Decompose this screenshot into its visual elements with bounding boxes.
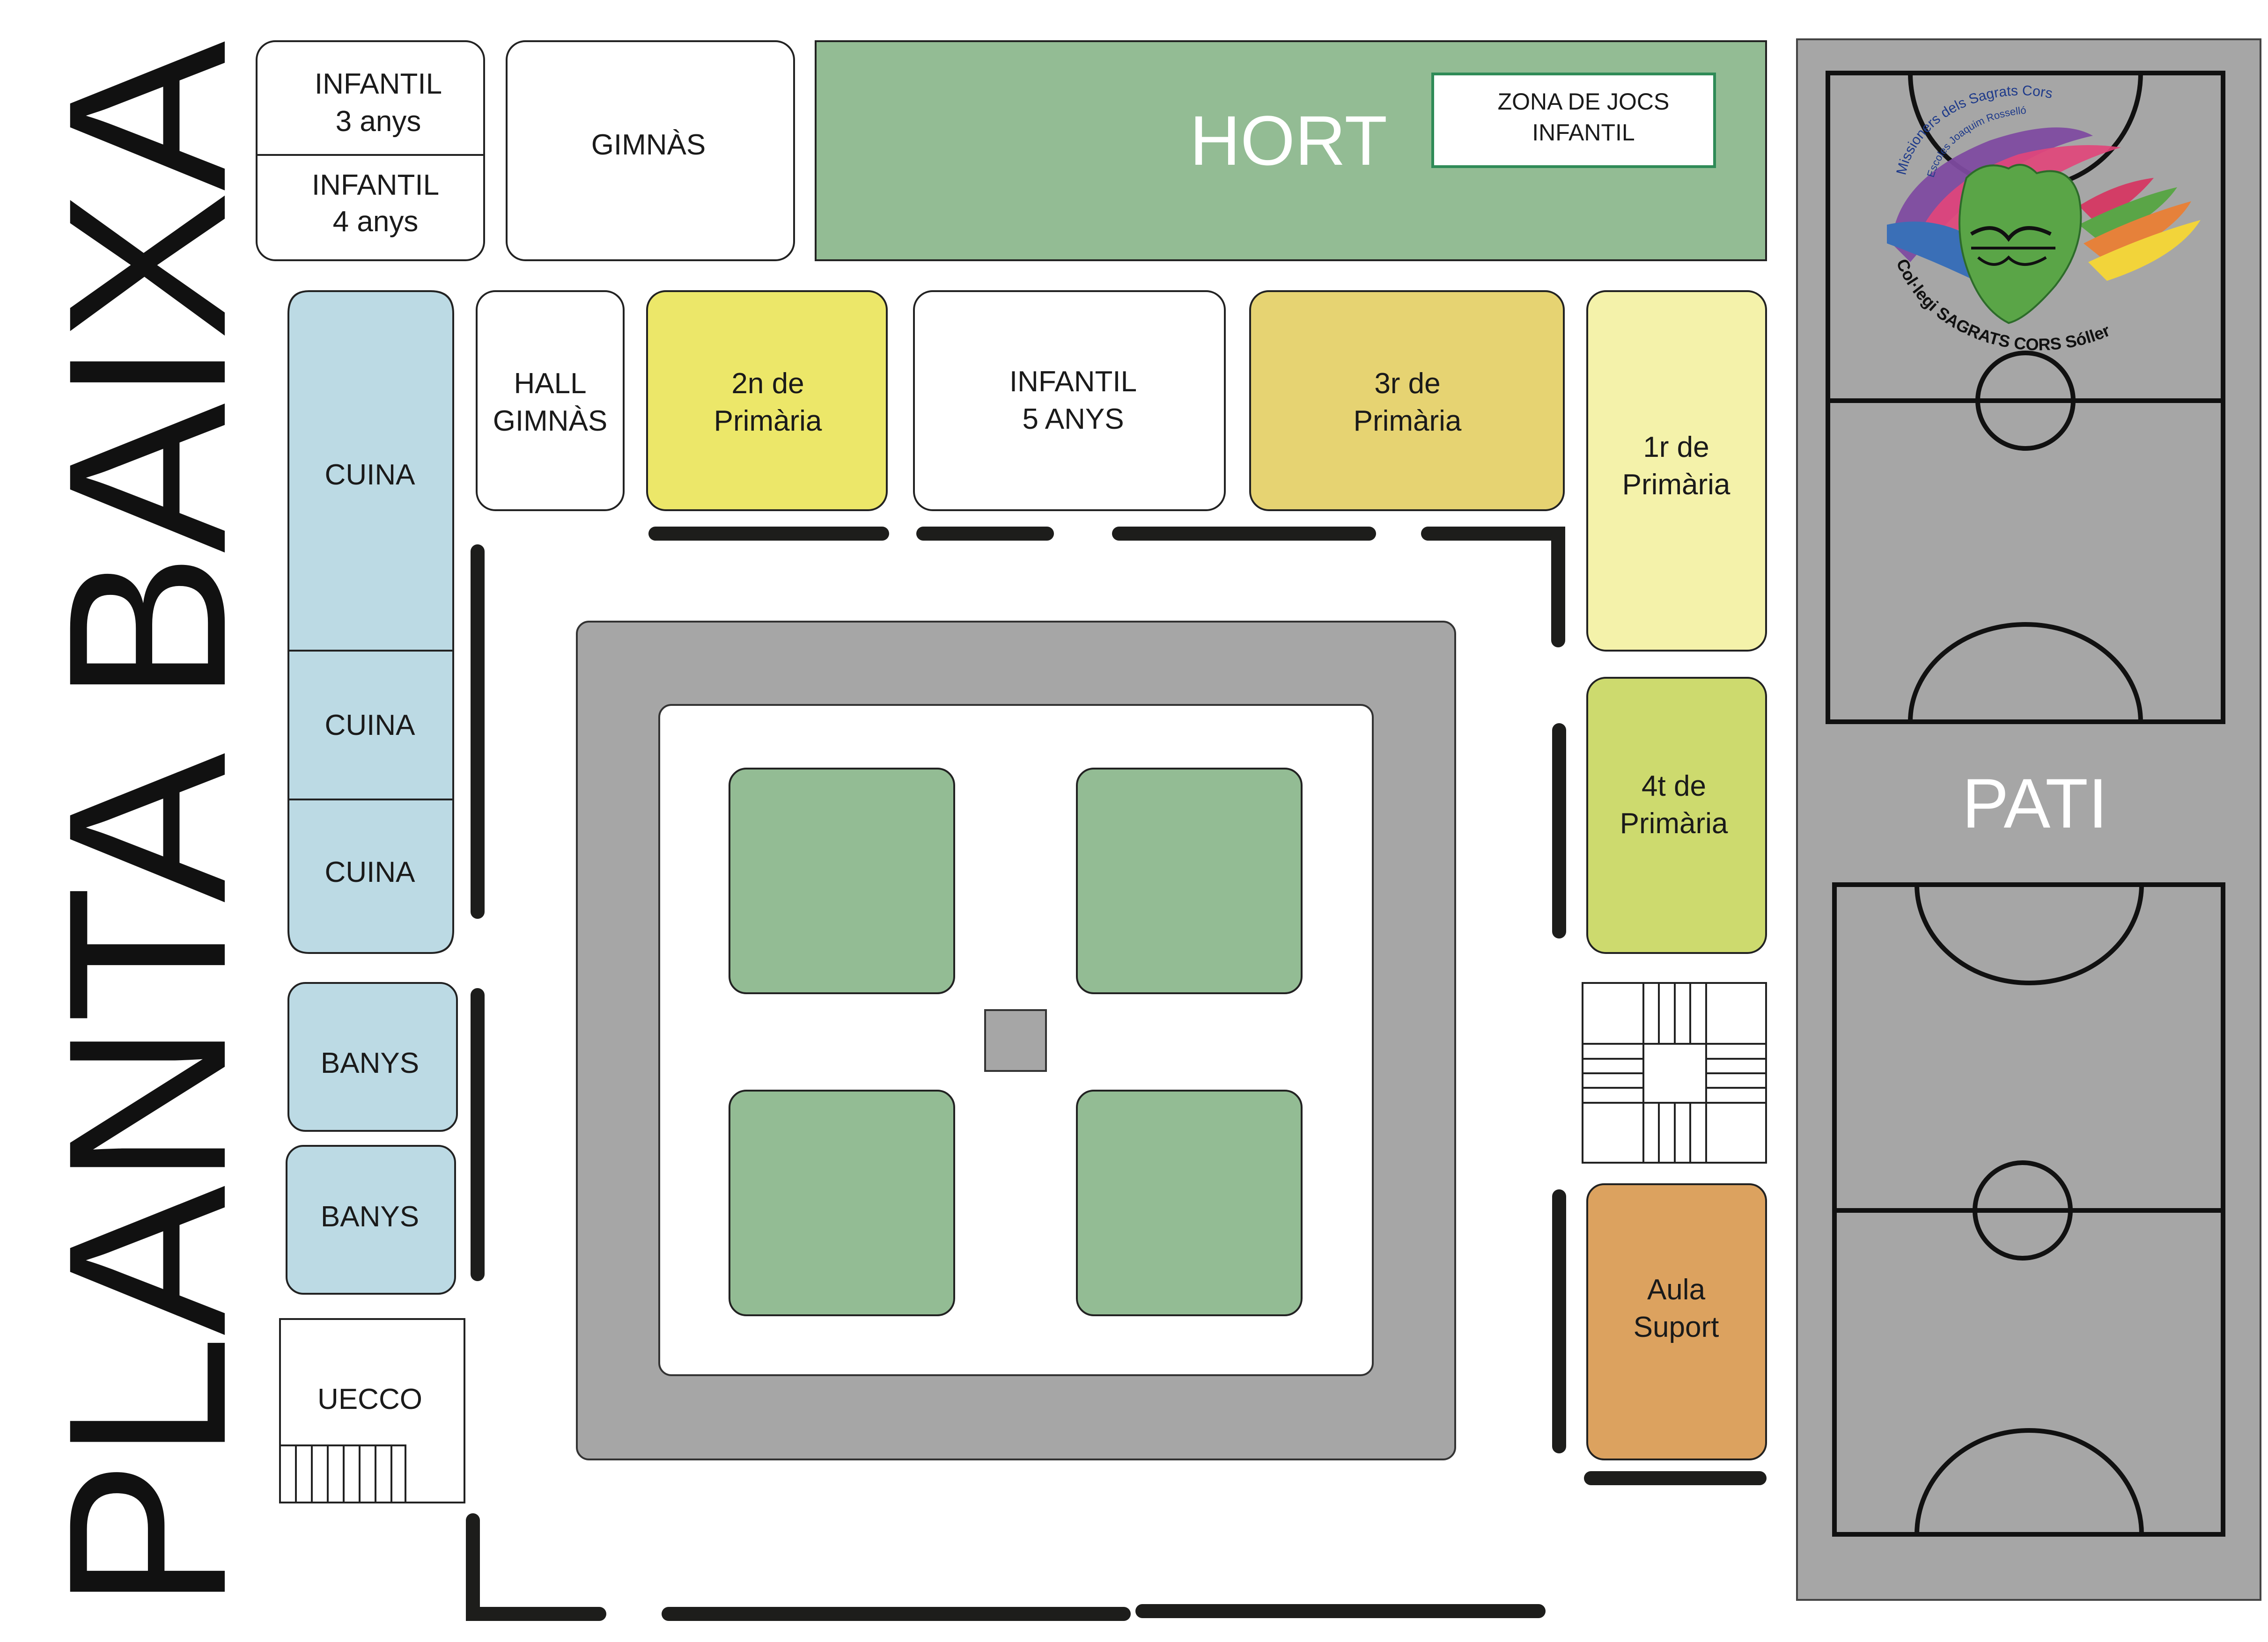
garden-bed-top-right [1076,768,1303,994]
room-aula-suport-label-1: Aula [1647,1274,1706,1306]
area-hort[interactable]: HORT ZONA DE JOCS INFANTIL [815,40,1767,261]
room-infantil3-label-1: INFANTIL [315,68,442,100]
page-title: PLANTA BAIXA [21,40,272,1610]
room-primaria4-label-2: Primària [1620,807,1728,840]
room-uecco[interactable]: UECCO [279,1318,465,1503]
room-primaria-3[interactable]: 3r de Primària [1249,290,1565,511]
room-banys-1[interactable]: BANYS [287,982,458,1132]
room-hall-label-1: HALL [514,367,586,400]
room-primaria-4[interactable]: 4t de Primària [1586,677,1767,954]
uecco-stairs [279,1444,406,1503]
room-banys-1-label: BANYS [321,1047,419,1079]
room-banys-2[interactable]: BANYS [286,1145,456,1295]
room-hall-label-2: GIMNÀS [493,405,608,437]
room-cuina-1[interactable]: CUINA [287,290,454,652]
room-cuina-3-label: CUINA [325,856,416,888]
area-pati[interactable]: PATI [1796,38,2261,1601]
sports-court-top [1826,71,2225,724]
walls [466,527,1767,1621]
room-hall-gimnas[interactable]: HALL GIMNÀS [476,290,625,511]
fountain [984,1009,1047,1072]
room-infantil4-label-2: 4 anys [333,205,419,238]
room-primaria1-label-2: Primària [1622,469,1730,501]
room-infantil4-label-1: INFANTIL [312,169,439,201]
room-aula-suport-label-2: Suport [1634,1311,1719,1343]
room-primaria1-label-1: 1r de [1643,431,1709,463]
central-courtyard [576,621,1456,1460]
zona-jocs-label-1: ZONA DE JOCS [1498,88,1670,115]
room-cuina-3[interactable]: CUINA [287,799,454,954]
room-infantil-3-4[interactable]: INFANTIL 3 anys INFANTIL 4 anys [256,40,485,261]
sports-court-bottom [1832,882,2225,1537]
zona-jocs-label-2: INFANTIL [1532,119,1635,146]
zona-jocs-infantil[interactable]: ZONA DE JOCS INFANTIL [1431,73,1716,168]
room-cuina-1-label: CUINA [325,459,416,491]
room-cuina-2-label: CUINA [325,709,416,741]
room-primaria2-label-1: 2n de [731,367,804,400]
room-infantil3-label-2: 3 anys [336,105,421,138]
garden-bed-top-left [729,768,955,994]
heart-emblem-icon [1959,164,2082,324]
room-infantil5-label-1: INFANTIL [1009,366,1137,398]
room-gimnas-label: GIMNÀS [591,129,706,161]
room-primaria3-label-2: Primària [1354,405,1462,437]
room-primaria3-label-1: 3r de [1374,367,1440,400]
area-pati-label: PATI [1962,764,2107,843]
room-primaria-1[interactable]: 1r de Primària [1586,290,1767,652]
stairwell [1582,982,1767,1164]
room-uecco-label: UECCO [317,1383,422,1415]
room-banys-2-label: BANYS [321,1201,419,1233]
room-cuina-2[interactable]: CUINA [287,650,454,800]
room-gimnas[interactable]: GIMNÀS [506,40,795,261]
garden-bed-bottom-right [1076,1090,1303,1316]
room-aula-suport[interactable]: Aula Suport [1586,1183,1767,1460]
room-infantil5-label-2: 5 ANYS [1022,403,1124,435]
room-primaria2-label-2: Primària [714,405,822,437]
area-hort-label: HORT [1190,101,1387,180]
room-primaria-2[interactable]: 2n de Primària [646,290,888,511]
room-primaria4-label-1: 4t de [1642,770,1706,802]
room-infantil-5[interactable]: INFANTIL 5 ANYS [913,290,1226,511]
garden-bed-bottom-left [729,1090,955,1316]
